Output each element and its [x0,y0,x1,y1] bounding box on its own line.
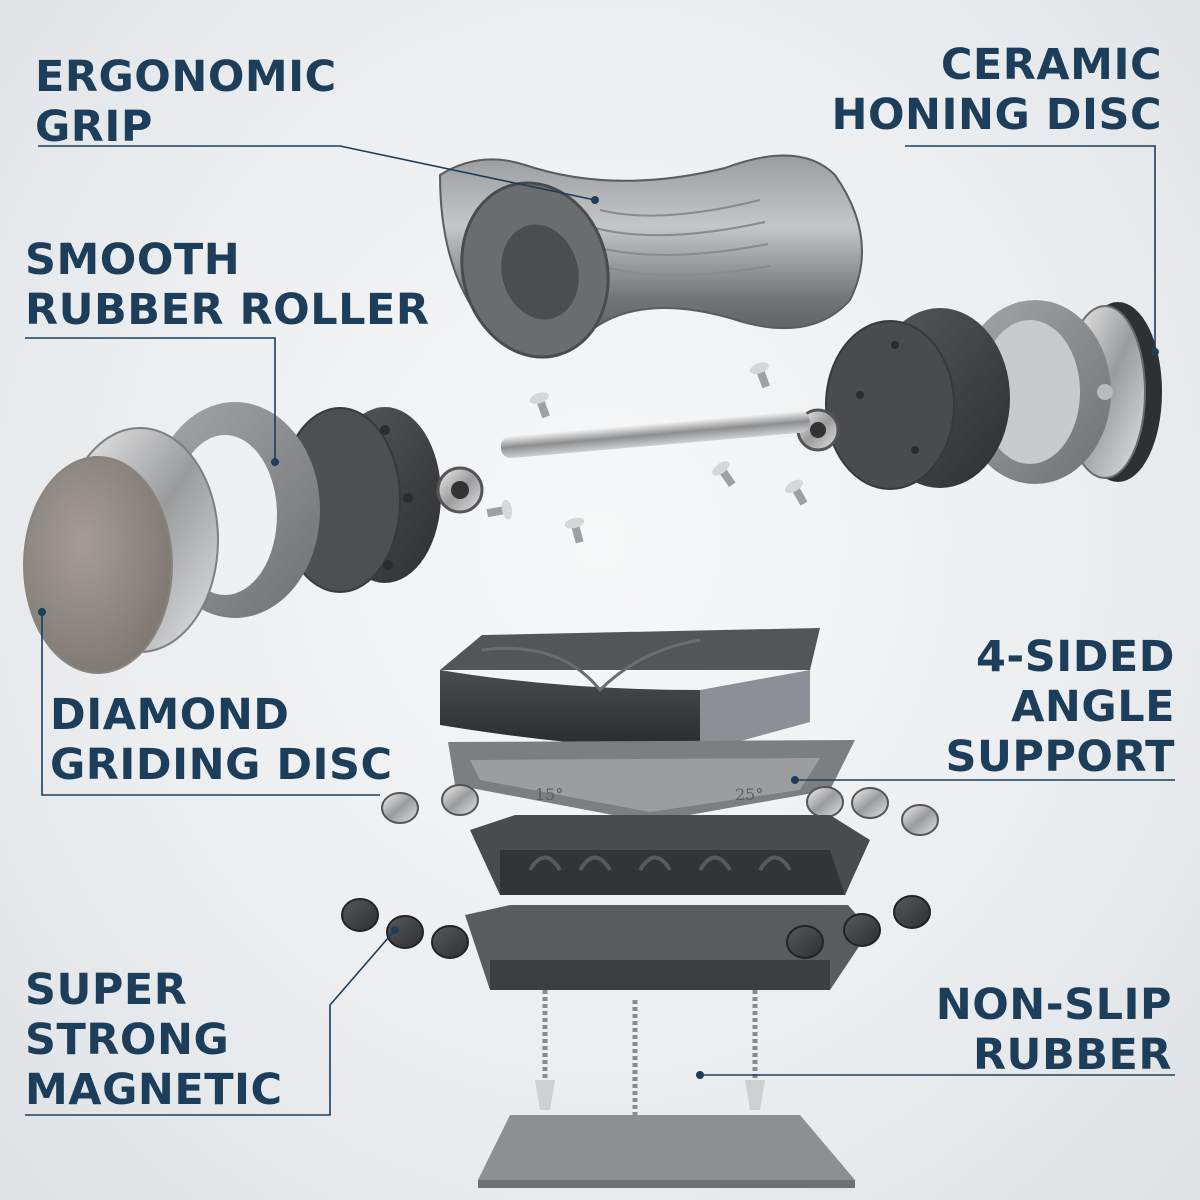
handle-icon [438,154,863,359]
leader-lines [25,145,1175,1116]
leader-dots [38,196,1159,1079]
leader-magnetic [25,929,396,1116]
diamond-disc-icon [23,456,173,674]
bearing-icon [436,466,484,514]
label-ceramic-honing-disc: CERAMIC HONING DISC [831,40,1162,140]
magnet-icon [381,784,939,836]
base-frame-icon [465,815,870,990]
leader-ergonomic-grip [38,145,596,201]
label-4-sided-angle-support: 4-SIDED ANGLE SUPPORT [945,632,1175,782]
leader-ceramic-honing-disc [905,145,1156,352]
label-non-slip-rubber: NON-SLIP RUBBER [935,980,1172,1080]
angle-mark-right: 25° [735,785,763,804]
axle-icon [500,384,1113,459]
label-super-strong-magnetic: SUPER STRONG MAGNETIC [25,965,283,1115]
leader-rubber-roller [25,337,276,462]
label-smooth-rubber-roller: SMOOTH RUBBER ROLLER [25,235,430,335]
label-diamond-griding-disc: DIAMOND GRIDING DISC [50,690,393,790]
screw-icon [486,362,808,544]
angle-mark-left: 15° [535,785,563,804]
magnet-icon [341,895,931,959]
flange-right-icon [825,308,1010,490]
rubber-pad-icon [478,1115,855,1188]
angle-support-icon [440,628,855,822]
leader-diamond-disc [41,612,380,796]
label-ergonomic-grip: ERGONOMIC GRIP [35,52,337,152]
